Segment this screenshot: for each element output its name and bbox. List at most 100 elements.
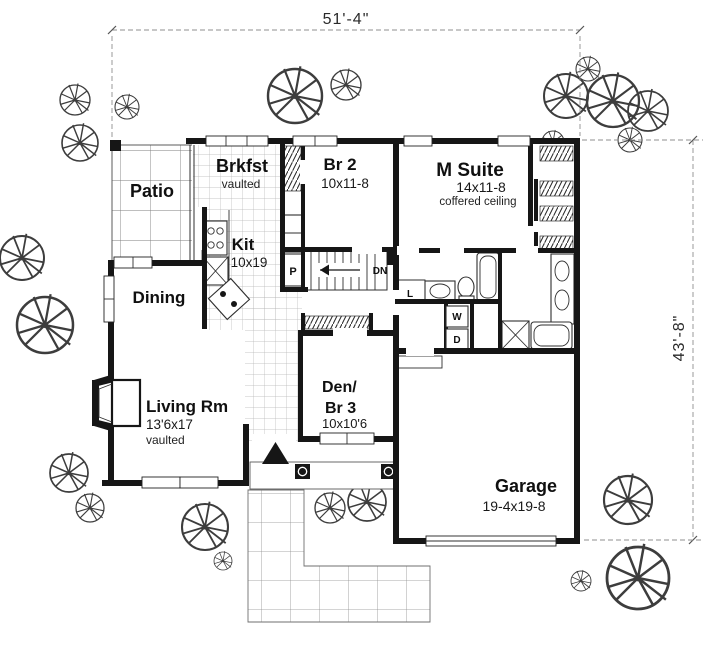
tree-icon	[180, 500, 230, 552]
brkfst-tile-floor	[193, 145, 280, 207]
garage-door-opening	[406, 346, 434, 356]
tree-icon	[570, 569, 592, 592]
tree-icon	[213, 550, 233, 571]
brkfst-label: Brkfst	[216, 156, 268, 176]
width-dimension-label: 51'-4"	[323, 11, 370, 28]
den-door-opening	[333, 328, 367, 338]
shower-icon	[501, 320, 530, 350]
patio-post	[110, 140, 121, 151]
master-walkin-closet	[534, 145, 574, 253]
hall-bath	[395, 252, 500, 303]
window	[403, 135, 433, 147]
br2-closet	[283, 145, 302, 192]
dimension-lines	[107, 25, 703, 545]
den-wall-west	[298, 330, 303, 442]
laundry	[444, 303, 474, 352]
bath-wall-south	[395, 299, 502, 304]
dining-wall-north	[108, 260, 206, 266]
den-size: 10x10'6	[322, 416, 367, 431]
porch-post	[381, 464, 396, 479]
garage-size: 19-4x19-8	[482, 498, 545, 514]
dining-label: Dining	[133, 288, 186, 307]
washer-box	[445, 305, 469, 328]
master-bath-wall-west	[498, 248, 502, 352]
living-wall-east	[243, 424, 249, 486]
windows	[103, 135, 557, 547]
hearth	[110, 378, 142, 428]
refrigerator	[282, 214, 304, 253]
tree-icon	[602, 472, 654, 526]
stairs-down-label: DN	[373, 266, 387, 277]
kitchen-wall-west	[202, 207, 207, 329]
sink-icon	[554, 260, 570, 282]
kit-size: 10x19	[231, 255, 268, 270]
exterior-wall-east	[574, 138, 580, 544]
den-label-line2: Br 3	[325, 400, 356, 417]
garage-overhead-door	[425, 535, 557, 547]
bathtub-icon	[530, 321, 573, 350]
exterior-wall-north	[186, 138, 580, 144]
closets	[283, 145, 574, 330]
tree-icon	[0, 232, 46, 282]
front-entry-marker	[262, 442, 289, 464]
br2-size: 10x11-8	[321, 176, 369, 191]
window	[497, 135, 531, 147]
window	[141, 476, 181, 489]
kitchen-island	[207, 277, 251, 321]
msuite-note: coffered ceiling	[439, 196, 516, 208]
living-label: Living Rm	[146, 397, 228, 416]
br2-wall-south	[280, 247, 395, 252]
door-openings	[252, 160, 538, 464]
msuite-door-opening	[397, 246, 419, 255]
window	[319, 432, 375, 445]
hall-closet	[304, 315, 370, 330]
toilet-icon	[457, 276, 475, 303]
br2-closet-door-opening	[300, 160, 306, 184]
bathtub-icon	[476, 252, 500, 302]
living-size: 13'6x17	[146, 417, 193, 432]
patio-slider-door	[113, 256, 153, 269]
sink-icon	[554, 289, 570, 311]
den-label-line1: Den/	[322, 379, 357, 396]
patio-label: Patio	[130, 181, 174, 201]
washer-label: W	[452, 312, 462, 323]
front-door-opening	[252, 434, 296, 444]
master-bath-door-opening	[516, 246, 538, 255]
kit-label: Kit	[232, 235, 255, 254]
living-note: vaulted	[146, 433, 185, 447]
patio-window-wall	[189, 145, 195, 260]
garage-label: Garage	[495, 476, 557, 496]
height-dimension-label: 43'-8"	[671, 315, 688, 362]
dryer-label: D	[453, 335, 460, 346]
msuite-size: 14x11-8	[456, 179, 506, 195]
garage-wall-north	[393, 348, 580, 354]
tree-icon	[617, 126, 643, 153]
hall-tile-floor	[245, 291, 302, 442]
porch-post	[295, 464, 310, 479]
tree-icon	[75, 491, 105, 523]
tree-icon	[61, 122, 99, 162]
window	[103, 275, 115, 323]
brkfst-note: vaulted	[222, 177, 261, 191]
master-bath	[501, 253, 575, 350]
kitchen-fixtures	[202, 210, 304, 321]
msuite-wall-south	[393, 248, 580, 253]
tree-icon	[266, 64, 324, 125]
tree-icon	[15, 292, 75, 355]
room-labels: 51'-4" 43'-8" Patio Brkfst vaulted Br 2 …	[130, 11, 688, 514]
tree-icon	[330, 67, 362, 101]
pantry-label: P	[289, 266, 296, 278]
vanity	[550, 253, 575, 325]
tree-icon	[314, 490, 346, 524]
front-walkway	[247, 489, 431, 623]
tree-icon	[59, 82, 91, 116]
linen-label: L	[407, 289, 413, 300]
msuite-wall-west	[393, 138, 399, 248]
br2-door-opening	[352, 245, 382, 254]
bath-door-opening	[440, 246, 464, 255]
tree-icon	[49, 451, 89, 493]
window	[205, 135, 269, 147]
fireplace	[92, 374, 142, 432]
